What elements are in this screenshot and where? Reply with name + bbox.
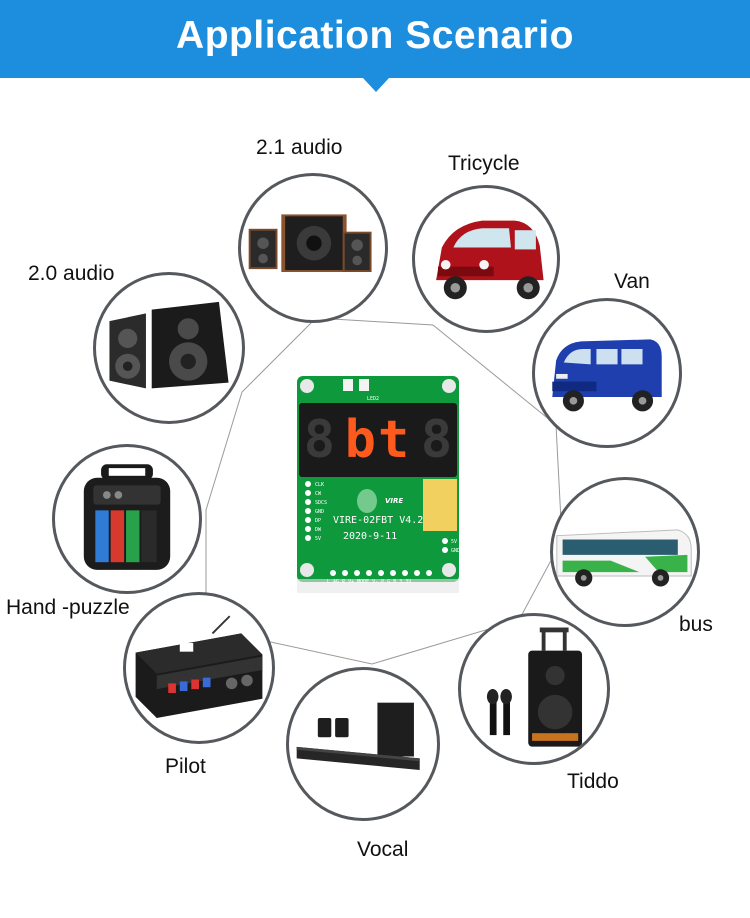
bottom-pin-labels: L AG R V+ MODE V- P G B 3.3V bbox=[327, 579, 411, 585]
date-label: 2020-9-11 bbox=[343, 531, 397, 542]
scenario-bus-label: bus bbox=[679, 613, 713, 636]
pin-label: 5V bbox=[451, 539, 457, 545]
tricycle-icon bbox=[436, 220, 544, 300]
scenario-vocal-circle[interactable] bbox=[286, 667, 440, 821]
header-banner bbox=[0, 0, 750, 78]
brand-label: VIRE bbox=[385, 497, 403, 505]
portable-speaker-icon bbox=[83, 464, 171, 570]
bus-icon bbox=[556, 529, 692, 587]
scenario-pilot-circle[interactable] bbox=[123, 592, 275, 744]
scenario-tiddo-label: Tiddo bbox=[567, 770, 619, 793]
scenario-bus-circle[interactable] bbox=[550, 477, 700, 627]
digit-off: 8 bbox=[420, 410, 453, 470]
amplifier-icon bbox=[135, 615, 263, 718]
scenario-hand-puzzle-circle[interactable] bbox=[52, 444, 202, 594]
scenario-van-label: Van bbox=[614, 270, 650, 293]
scenario-2-1-audio-circle[interactable] bbox=[238, 173, 388, 323]
scenario-tiddo-circle[interactable] bbox=[458, 613, 610, 765]
pin-label: DW bbox=[315, 527, 322, 533]
scenario-tricycle-circle[interactable] bbox=[412, 185, 560, 333]
page-title: Application Scenario bbox=[176, 14, 574, 57]
scenario-2-0-audio-circle[interactable] bbox=[93, 272, 245, 424]
scenario-2-0-audio-label: 2.0 audio bbox=[28, 262, 115, 285]
soundbar-icon bbox=[296, 702, 420, 770]
seven-segment-display: 8 bt 8 bbox=[299, 403, 457, 477]
model-label: VIRE-02FBT V4.2 bbox=[333, 515, 423, 526]
banner-pointer bbox=[363, 78, 389, 92]
pin-label: GND bbox=[451, 548, 460, 554]
scenario-van-circle[interactable] bbox=[532, 298, 682, 448]
scenario-vocal-label: Vocal bbox=[357, 838, 409, 861]
pin-label: SDCS bbox=[315, 500, 327, 506]
pin-label: CLK bbox=[315, 482, 324, 488]
bluetooth-display-module: LED2 CLK CW SDCS GND DP DW 5V 5V GND L A… bbox=[293, 373, 463, 595]
speaker-2-1-icon bbox=[248, 214, 372, 272]
scenario-2-1-audio-label: 2.1 audio bbox=[256, 136, 343, 159]
scenario-tricycle-label: Tricycle bbox=[448, 152, 520, 175]
digit-off: 8 bbox=[303, 410, 336, 470]
digit-lit-text: bt bbox=[344, 410, 412, 470]
led-label: LED2 bbox=[367, 396, 379, 402]
vire-logo-icon bbox=[357, 489, 377, 513]
scenario-pilot-label: Pilot bbox=[165, 755, 206, 778]
pin-label: 5V bbox=[315, 536, 321, 542]
scenario-hand-puzzle-label: Hand -puzzle bbox=[6, 596, 130, 619]
speaker-2-0-icon bbox=[109, 301, 229, 389]
module-board-drawing: LED2 CLK CW SDCS GND DP DW 5V 5V GND L A… bbox=[293, 373, 463, 595]
pin-label: DP bbox=[315, 518, 321, 524]
pin-label: GND bbox=[315, 509, 324, 515]
trolley-speaker-icon bbox=[486, 627, 583, 747]
pin-label: CW bbox=[315, 491, 322, 497]
van-icon bbox=[552, 339, 662, 412]
